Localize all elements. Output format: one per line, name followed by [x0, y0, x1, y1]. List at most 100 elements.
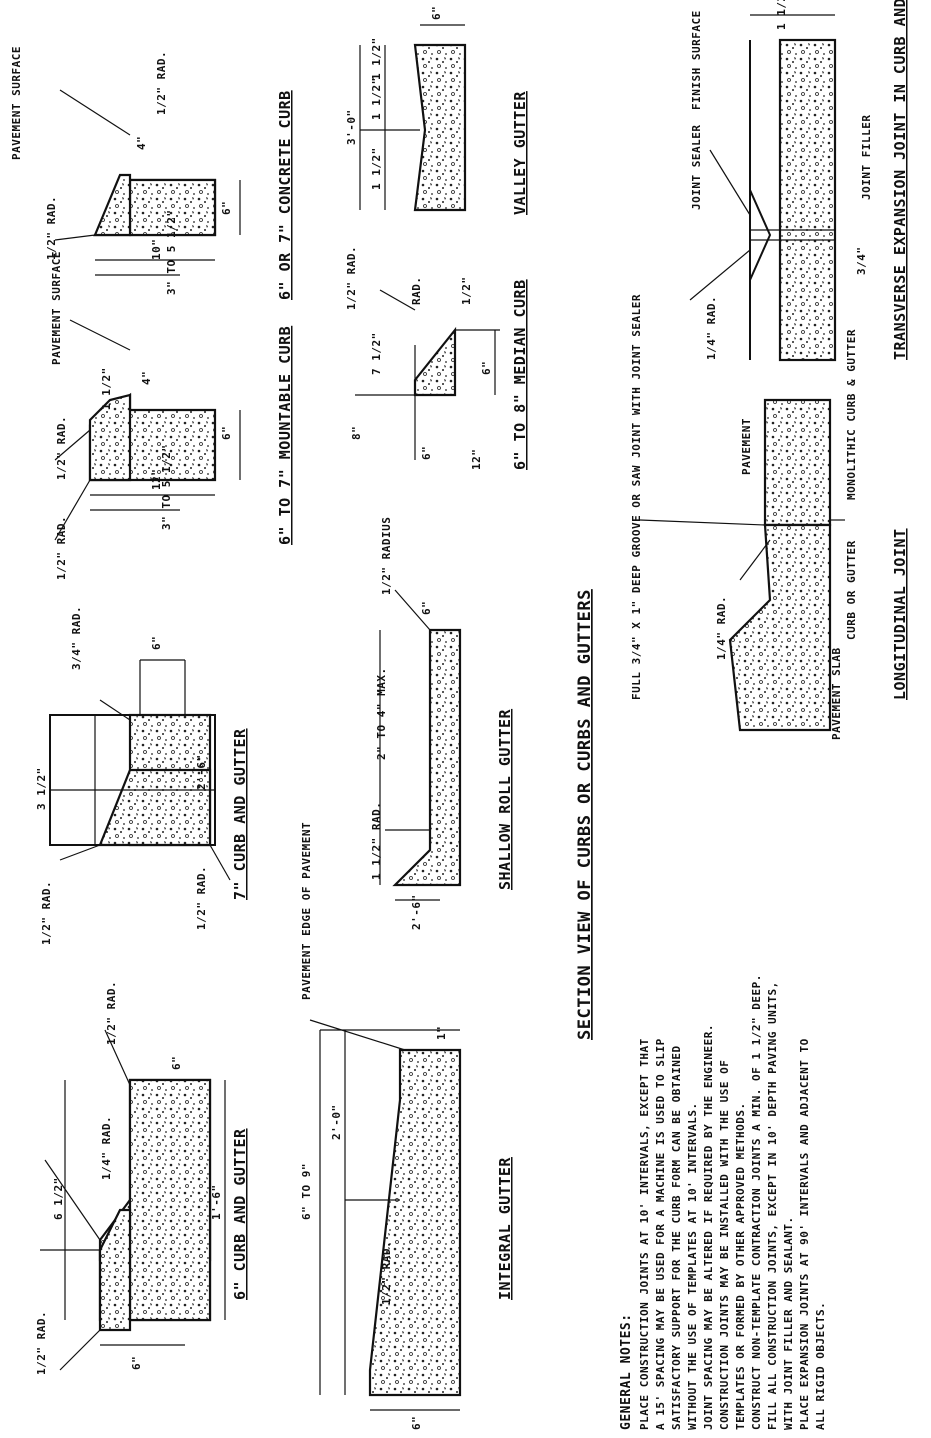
section-valley-gutter	[359, 24, 467, 212]
s1-label-4: 6"	[170, 1056, 183, 1070]
section-6in-curb-gutter	[40, 1029, 226, 1371]
s10-label-2: FINISH SURFACE	[690, 10, 703, 110]
s2-label-5: 1/2" RAD.	[195, 866, 208, 930]
s3-label-2: 1/2" RAD.	[55, 416, 68, 480]
s9-label-3: FULL 3/4" X 1" DEEP GROOVE OR SAW JOINT …	[630, 294, 643, 700]
s2-title: 7" CURB AND GUTTER	[231, 728, 249, 900]
notes-line-5: JOINT SPACING MAY BE ALTERED IF REQUIRED…	[702, 1024, 715, 1430]
text-layer: SECTION VIEW OF CURBS OR CURBS AND GUTTE…	[10, 0, 909, 1430]
s9-label-4: 1/4" RAD.	[715, 596, 728, 660]
notes-line-9: FILL ALL CONSTRUCTION JOINTS, EXCEPT IN …	[766, 981, 779, 1430]
s6-label-2: 2" TO 4" MAX.	[375, 667, 388, 760]
section-integral-gutter	[309, 1019, 462, 1411]
s3-label-6: 4"	[140, 371, 153, 385]
s7-title: VALLEY GUTTER	[511, 91, 529, 215]
s3-label-7: 1 1/2"	[100, 367, 113, 410]
notes-line-4: WITHOUT THE USE OF TEMPLATES AT 10' INTE…	[686, 1102, 699, 1430]
s1-label-3: 6 1/2"	[52, 1177, 65, 1220]
s1-label-7: 1'-6"	[210, 1184, 223, 1220]
s5-label-1: PAVEMENT EDGE OF PAVEMENT	[300, 822, 313, 1000]
s5-title: INTEGRAL GUTTER	[496, 1157, 514, 1300]
s5-label-6: 6"	[410, 1416, 423, 1430]
section-transverse-expansion-joint	[689, 14, 837, 362]
s10-label-1: JOINT SEALER	[690, 125, 703, 210]
s8-label-1: 1/2" RAD.	[345, 246, 358, 310]
s5-label-2: 1"	[435, 1026, 448, 1040]
s3-label-5: 12"	[150, 469, 163, 490]
s3-label-3: 1/2" RAD.	[55, 516, 68, 580]
s4-label-3: 1/2" RAD.	[155, 51, 168, 115]
s10-label-3: JOINT FILLER	[860, 115, 873, 200]
s10-label-4: 1/4" RAD.	[705, 296, 718, 360]
s4-label-2: 1/2" RAD.	[45, 196, 58, 260]
s9-label-5: CURB OR GUTTER	[845, 540, 858, 640]
notes-line-3: SATISFACTORY SUPPORT FOR THE CURB FORM C…	[670, 1045, 683, 1430]
s9-label-1: PAVEMENT	[740, 418, 753, 475]
s8-label-6: 8"	[350, 426, 363, 440]
main-title: SECTION VIEW OF CURBS OR CURBS AND GUTTE…	[575, 589, 595, 1040]
s4-label-4: 6"	[220, 201, 233, 215]
s3-label-8: 3" TO 5 1/2"	[160, 445, 173, 530]
s2-label-6: 2'-6"	[195, 754, 208, 790]
s4-label-5: 10"	[150, 239, 163, 260]
s8-label-8: 12"	[470, 449, 483, 470]
notes-line-12: ALL RIGID OBJECTS.	[814, 1302, 827, 1430]
s2-label-2: 3/4" RAD.	[70, 606, 83, 670]
notes-line-7: TEMPLATES OR FORMED BY OTHER APPROVED ME…	[734, 1102, 747, 1430]
s1-label-2: 1/2" RAD.	[105, 981, 118, 1045]
notes-line-6: CONSTRUCTION JOINTS MAY BE INSTALLED WIT…	[718, 1060, 731, 1430]
s7-label-3: 1 1/2"	[370, 37, 383, 80]
notes-line-10: WITH JOINT FILLER AND SEALANT.	[782, 1216, 795, 1430]
s6-label-3: 6"	[420, 601, 433, 615]
s10-label-6: 1 1/2"	[775, 0, 788, 30]
notes-line-11: PLACE EXPANSION JOINTS AT 90' INTERVALS …	[798, 1038, 811, 1430]
s1-label-1: 1/2" RAD.	[35, 1311, 48, 1375]
section-mountable-curb	[54, 319, 241, 541]
s8-title: 6" TO 8" MEDIAN CURB	[511, 279, 529, 470]
notes-heading: GENERAL NOTES:	[619, 1313, 634, 1430]
s7-label-4: 1 1/2"	[370, 77, 383, 120]
s3-title: 6" TO 7" MOUNTABLE CURB	[276, 326, 294, 545]
s6-label-4: 1 1/2" RAD.	[370, 802, 383, 880]
s10-title: TRANSVERSE EXPANSION JOINT IN CURB AND G…	[891, 0, 909, 360]
s5-label-4: 2'-0"	[330, 1104, 343, 1140]
s3-label-4: 6"	[220, 426, 233, 440]
s7-label-2: 3'-0"	[345, 109, 358, 145]
section-shallow-roll-gutter	[379, 589, 462, 901]
s8-label-5: 6"	[480, 361, 493, 375]
s9-title: LONGITUDINAL JOINT	[891, 528, 909, 700]
s8-label-4: 7 1/2"	[370, 332, 383, 375]
s8-label-2: RAD.	[410, 277, 423, 306]
s2-label-3: 3 1/2"	[35, 767, 48, 810]
s4-title: 6" OR 7" CONCRETE CURB	[276, 90, 294, 300]
s4-label-6: 4"	[135, 136, 148, 150]
s4-label-1: PAVEMENT SURFACE	[10, 46, 23, 160]
s2-label-4: 6"	[150, 636, 163, 650]
s9-label-2: MONOLITHIC CURB & GUTTER	[845, 329, 858, 500]
s10-label-5: 3/4"	[855, 247, 868, 276]
section-longitudinal-joint	[639, 398, 845, 732]
s6-label-5: 2'-6"	[410, 894, 423, 930]
s9-label-6: PAVEMENT SLAB	[830, 647, 843, 740]
s7-label-5: 1 1/2"	[370, 147, 383, 190]
s8-label-7: 6"	[420, 446, 433, 460]
section-concrete-curb	[54, 89, 241, 276]
notes-line-1: PLACE CONSTRUCTION JOINTS AT 10' INTERVA…	[638, 1038, 651, 1430]
section-7in-curb-gutter	[49, 659, 231, 881]
notes-line-2: A 15' SPACING MAY BE USED FOR A MACHINE …	[654, 1038, 667, 1430]
s1-label-5: 1/4" RAD.	[100, 1116, 113, 1180]
notes-line-8: CONSTRUCT NON-TEMPLATE CONTRACTION JOINT…	[750, 974, 763, 1430]
s2-label-1: 1/2" RAD.	[40, 881, 53, 945]
s7-label-1: 6"	[430, 6, 443, 20]
s3-label-1: PAVEMENT SURFACE	[50, 251, 63, 365]
s5-label-3: 6" TO 9"	[300, 1163, 313, 1220]
s4-label-7: 3" TO 5 1/2"	[165, 210, 178, 295]
s8-label-3: 1/2"	[460, 277, 473, 306]
s1-title: 6" CURB AND GUTTER	[231, 1128, 249, 1300]
general-notes: GENERAL NOTES: PLACE CONSTRUCTION JOINTS…	[619, 974, 827, 1430]
section-median-curb	[355, 289, 500, 460]
s1-label-6: 6"	[130, 1356, 143, 1370]
s5-label-5: 1/2" RAD.	[380, 1241, 393, 1305]
s6-title: SHALLOW ROLL GUTTER	[496, 708, 514, 890]
